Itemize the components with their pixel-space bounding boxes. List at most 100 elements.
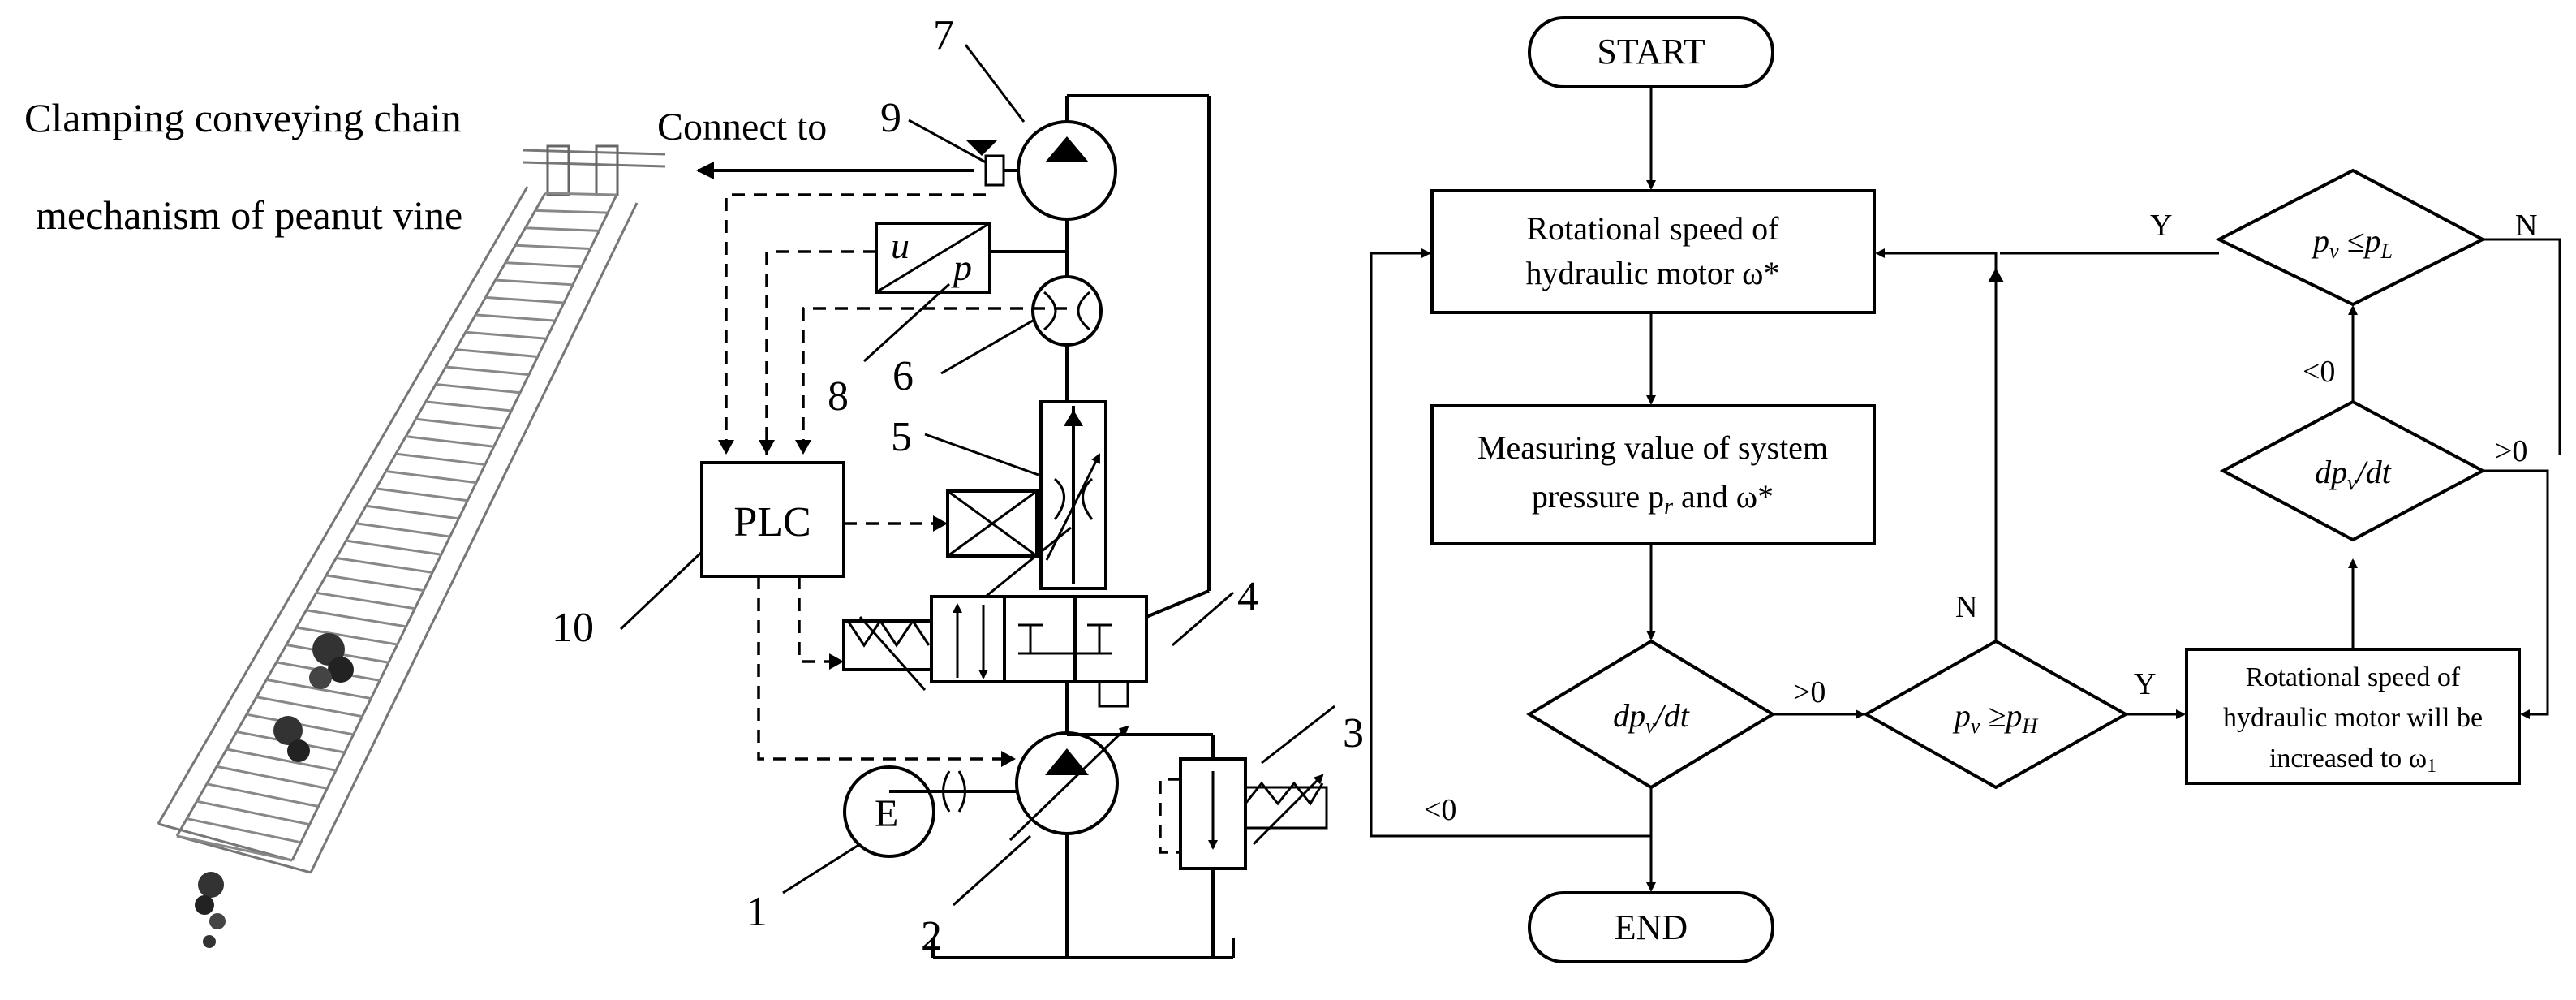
chain-link: [525, 226, 600, 232]
plc-label: PLC: [733, 499, 811, 545]
measure-box-line2: pressure pr and ω*: [1532, 478, 1774, 519]
chain-link: [206, 782, 319, 808]
chain-link: [385, 469, 477, 485]
hydraulic-schematic: u p: [552, 12, 1364, 959]
start-terminal: START: [1528, 16, 1774, 88]
high-pressure-decision: pv ≥pH: [1862, 639, 2130, 790]
transducer-u-label: u: [891, 225, 910, 266]
callout-2: 2: [921, 913, 942, 959]
callout-8: 8: [828, 373, 849, 420]
low-pressure-decision: pv ≤pL: [2215, 168, 2487, 307]
mechanism-caption-line2: mechanism of peanut vine: [36, 192, 462, 238]
control-flowchart: START Rotational speed of hydraulic moto…: [1370, 16, 2561, 963]
electric-motor-1: E: [843, 765, 935, 858]
low-pressure-label: pv ≤pL: [2311, 222, 2393, 263]
flowmeter-6: [1031, 275, 1103, 347]
callout-1: 1: [746, 889, 768, 935]
chain-link: [544, 192, 617, 196]
label-lt0-bottom: <0: [1424, 793, 1456, 827]
chain-body: [157, 186, 639, 874]
signal-lines: [718, 193, 1067, 767]
chain-link: [465, 330, 547, 340]
increase-box-line3: increased to ω1: [2269, 744, 2436, 777]
callout-3: 3: [1343, 710, 1364, 756]
chain-link: [395, 452, 486, 466]
chain-link: [535, 209, 609, 214]
chain-link: [425, 400, 512, 412]
proportional-valve-5: [946, 400, 1107, 614]
chain-link: [336, 557, 433, 574]
chain-link: [266, 678, 372, 700]
chain-link: [306, 609, 406, 628]
chain-links: [176, 192, 617, 862]
callout-5: 5: [891, 414, 912, 460]
speed-box-line1: Rotational speed of: [1526, 210, 1779, 247]
conveying-chain-mechanism: Clamping conveying chain mechanism of pe…: [24, 95, 666, 948]
chain-top-frame: [523, 144, 666, 196]
dpdt-decision-2: dpv/dt: [2219, 399, 2487, 542]
speed-sensor-9: [965, 140, 1018, 187]
chain-link: [186, 817, 302, 844]
dpdt-label-1: dpv/dt: [1613, 697, 1690, 738]
increase-box-line1: Rotational speed of: [2246, 662, 2461, 692]
connect-to-label: Connect to: [657, 106, 827, 149]
increase-speed-box: Rotational speed of hydraulic motor will…: [2185, 648, 2521, 785]
label-yes-low: Y: [2150, 209, 2172, 243]
dpdt-label-2: dpv/dt: [2315, 454, 2392, 494]
speed-box-line2: hydraulic motor ω*: [1526, 255, 1780, 291]
end-label: END: [1615, 907, 1688, 947]
chain-link: [325, 574, 424, 593]
chain-link: [406, 435, 494, 448]
label-gt0-bottom: >0: [1793, 675, 1826, 709]
callout-4: 4: [1237, 574, 1258, 620]
label-no-high: N: [1955, 590, 1977, 624]
connect-to-arrow: Connect to: [657, 106, 974, 179]
variable-pump-2: [889, 725, 1235, 959]
chain-link: [455, 348, 538, 358]
chain-link: [226, 748, 337, 772]
chain-link: [445, 365, 530, 377]
chain-link: [256, 696, 363, 718]
peanut-vine-icon: [195, 633, 354, 948]
electric-motor-label: E: [875, 792, 898, 835]
chain-link: [435, 382, 521, 394]
directional-valve-4: [842, 595, 1148, 708]
chain-link: [176, 834, 293, 862]
mechanism-caption-line1: Clamping conveying chain: [24, 95, 462, 140]
component-callouts: 7 9 8 6 5 4 3 10 1 2: [552, 12, 1364, 959]
speed-box: Rotational speed of hydraulic motor ω*: [1430, 189, 1876, 314]
label-yes-high: Y: [2134, 667, 2156, 701]
chain-link: [376, 487, 468, 502]
chain-link: [196, 800, 310, 826]
transducer-p-label: p: [951, 247, 972, 288]
chain-link: [415, 417, 503, 430]
measure-box: Measuring value of system pressure pr an…: [1430, 404, 1876, 545]
chain-link: [316, 591, 415, 610]
end-terminal: END: [1528, 891, 1774, 963]
chain-link: [475, 313, 556, 322]
pressure-transducer-8: u p: [875, 222, 1067, 294]
chain-link: [505, 261, 582, 269]
label-gt0-right: >0: [2495, 434, 2527, 468]
label-lt0-right: <0: [2303, 355, 2335, 389]
label-no-low: N: [2515, 209, 2537, 243]
start-label: START: [1597, 32, 1705, 71]
chain-link: [515, 244, 591, 250]
dpdt-decision-1: dpv/dt: [1526, 639, 1776, 790]
callout-10: 10: [552, 605, 594, 651]
chain-link: [216, 765, 328, 790]
chain-link: [355, 522, 450, 538]
relief-valve-3: [1067, 733, 1328, 958]
callout-9: 9: [880, 95, 901, 141]
chain-link: [495, 278, 574, 287]
measure-box-line1: Measuring value of system: [1477, 429, 1828, 466]
increase-box-line2: hydraulic motor will be: [2223, 703, 2483, 733]
callout-6: 6: [892, 353, 914, 399]
chain-link: [365, 504, 459, 520]
chain-link: [485, 295, 565, 304]
plc-controller-10: PLC: [700, 461, 845, 578]
chain-link: [346, 539, 442, 556]
high-pressure-label: pv ≥pH: [1952, 697, 2039, 738]
